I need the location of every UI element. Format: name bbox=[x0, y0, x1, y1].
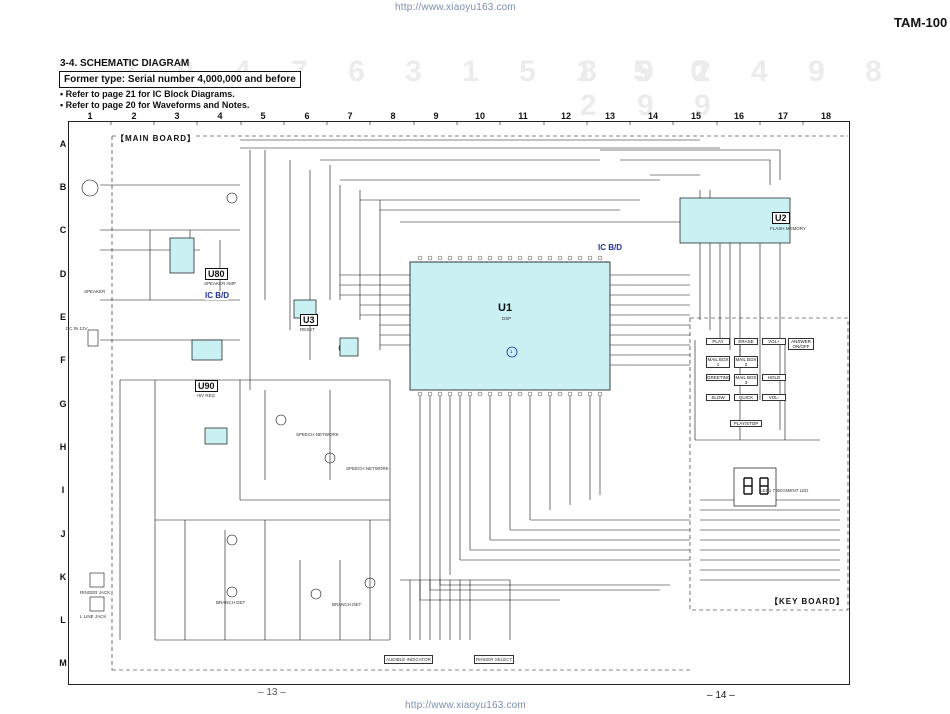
speech-network-label: SPEECH NETWORK bbox=[346, 466, 389, 471]
col-label: 2 bbox=[131, 111, 137, 121]
page-number-left: – 13 – bbox=[258, 687, 286, 698]
u1-name: DSP bbox=[502, 316, 512, 321]
u80-ref: U80 bbox=[205, 268, 228, 280]
col-label: 17 bbox=[777, 111, 788, 121]
key-mailbox-2: MAIL BOX 2 bbox=[734, 356, 758, 368]
circled-marker: 1 bbox=[510, 349, 513, 354]
row-label: L bbox=[60, 615, 66, 625]
note-ic-block: • Refer to page 21 for IC Block Diagrams… bbox=[60, 89, 235, 99]
note-waveforms: • Refer to page 20 for Waveforms and Not… bbox=[60, 100, 250, 110]
col-label: 16 bbox=[733, 111, 744, 121]
u2-name: FLASH MEMORY bbox=[770, 226, 806, 231]
watermark-digits-right: 8 9 2 4 9 8 2 9 9 bbox=[580, 55, 898, 122]
col-label: 8 bbox=[390, 111, 396, 121]
u80-name: SPEAKER AMP bbox=[204, 281, 237, 286]
speech-network-label: SPEECH NETWORK bbox=[296, 432, 339, 437]
former-type-box: Former type: Serial number 4,000,000 and… bbox=[59, 71, 301, 88]
col-label: 5 bbox=[260, 111, 266, 121]
key-erase: ERASE bbox=[734, 338, 758, 345]
col-label: 1 bbox=[87, 111, 93, 121]
row-label: J bbox=[60, 529, 66, 539]
row-label: B bbox=[59, 182, 67, 192]
col-label: 11 bbox=[518, 111, 528, 121]
model-name: TAM-100 bbox=[894, 15, 948, 30]
key-play-stop: PLAY/STOP bbox=[730, 420, 762, 427]
section-title: 3-4. SCHEMATIC DIAGRAM bbox=[60, 58, 190, 69]
key-greeting: GREETING bbox=[706, 374, 731, 381]
ic-bd-label: IC B/D bbox=[205, 291, 229, 300]
row-label: I bbox=[61, 485, 65, 495]
key-board-label: 【KEY BOARD】 bbox=[770, 596, 845, 607]
key-hold: HOLD bbox=[762, 374, 786, 381]
ringer-jack-label: RINGER JACK bbox=[80, 590, 111, 595]
col-label: 9 bbox=[433, 111, 439, 121]
row-label: F bbox=[60, 355, 66, 365]
col-label: 12 bbox=[560, 111, 571, 121]
col-label: 15 bbox=[690, 111, 701, 121]
row-label: K bbox=[59, 572, 67, 582]
branch-det-label: BRANCH DET bbox=[332, 602, 362, 607]
row-label: E bbox=[59, 312, 66, 322]
col-label: 3 bbox=[174, 111, 180, 121]
line-jack-label: L LINE JACK bbox=[80, 614, 107, 619]
row-label: M bbox=[59, 658, 67, 668]
u3-ref: U3 bbox=[300, 314, 318, 326]
u1-ref: U1 bbox=[498, 302, 513, 314]
row-labels: A B C D E F G H I J K L M bbox=[56, 121, 70, 683]
col-label: 4 bbox=[217, 111, 223, 121]
key-mailbox-1: MAIL BOX 1 bbox=[706, 356, 730, 368]
dc-in-label: DC IN 12V bbox=[66, 326, 88, 331]
col-label: 14 bbox=[647, 111, 658, 121]
ic-bd-label: IC B/D bbox=[598, 243, 622, 252]
sw1-label: AUDIBLE INDICATOR bbox=[384, 655, 433, 664]
col-label: 18 bbox=[820, 111, 831, 121]
speaker-label: SPEAKER bbox=[84, 289, 106, 294]
col-label: 7 bbox=[347, 111, 353, 121]
page-number: – 14 – bbox=[707, 690, 735, 701]
led-label: LED1 7 SEGMENT LED bbox=[760, 488, 809, 493]
row-label: C bbox=[59, 225, 67, 235]
row-label: D bbox=[59, 269, 67, 279]
key-mailbox-3: MAIL BOX 3 bbox=[734, 374, 758, 386]
branch-det-label: BRANCH DET bbox=[216, 600, 246, 605]
key-play: PLAY bbox=[706, 338, 730, 345]
top-url: http://www.xiaoyu163.com bbox=[395, 2, 516, 13]
row-label: G bbox=[59, 399, 67, 409]
col-label: 10 bbox=[474, 111, 485, 121]
u3-name: RESET bbox=[300, 327, 316, 332]
col-label: 6 bbox=[304, 111, 310, 121]
u90-name: +5V REG bbox=[196, 393, 216, 398]
row-label: H bbox=[59, 442, 67, 452]
u2-ref: U2 bbox=[772, 212, 790, 224]
key-answer-onoff: ANSWER ON/OFF bbox=[788, 338, 814, 350]
row-label: A bbox=[59, 139, 67, 149]
col-label: 13 bbox=[604, 111, 615, 121]
schematic-frame bbox=[68, 121, 850, 685]
key-quick: QUICK bbox=[734, 394, 758, 401]
bottom-url: http://www.xiaoyu163.com bbox=[405, 700, 526, 711]
sw2-label: RINGER SELECT bbox=[474, 655, 515, 664]
key-vol-down: VOL- bbox=[762, 394, 786, 401]
u90-ref: U90 bbox=[195, 380, 218, 392]
column-labels: 1 2 3 4 5 6 7 8 9 10 11 12 13 14 15 16 1… bbox=[0, 111, 950, 121]
key-slow: SLOW bbox=[706, 394, 730, 401]
main-board-label: 【MAIN BOARD】 bbox=[116, 133, 196, 144]
key-vol-up: VOL+ bbox=[762, 338, 786, 345]
